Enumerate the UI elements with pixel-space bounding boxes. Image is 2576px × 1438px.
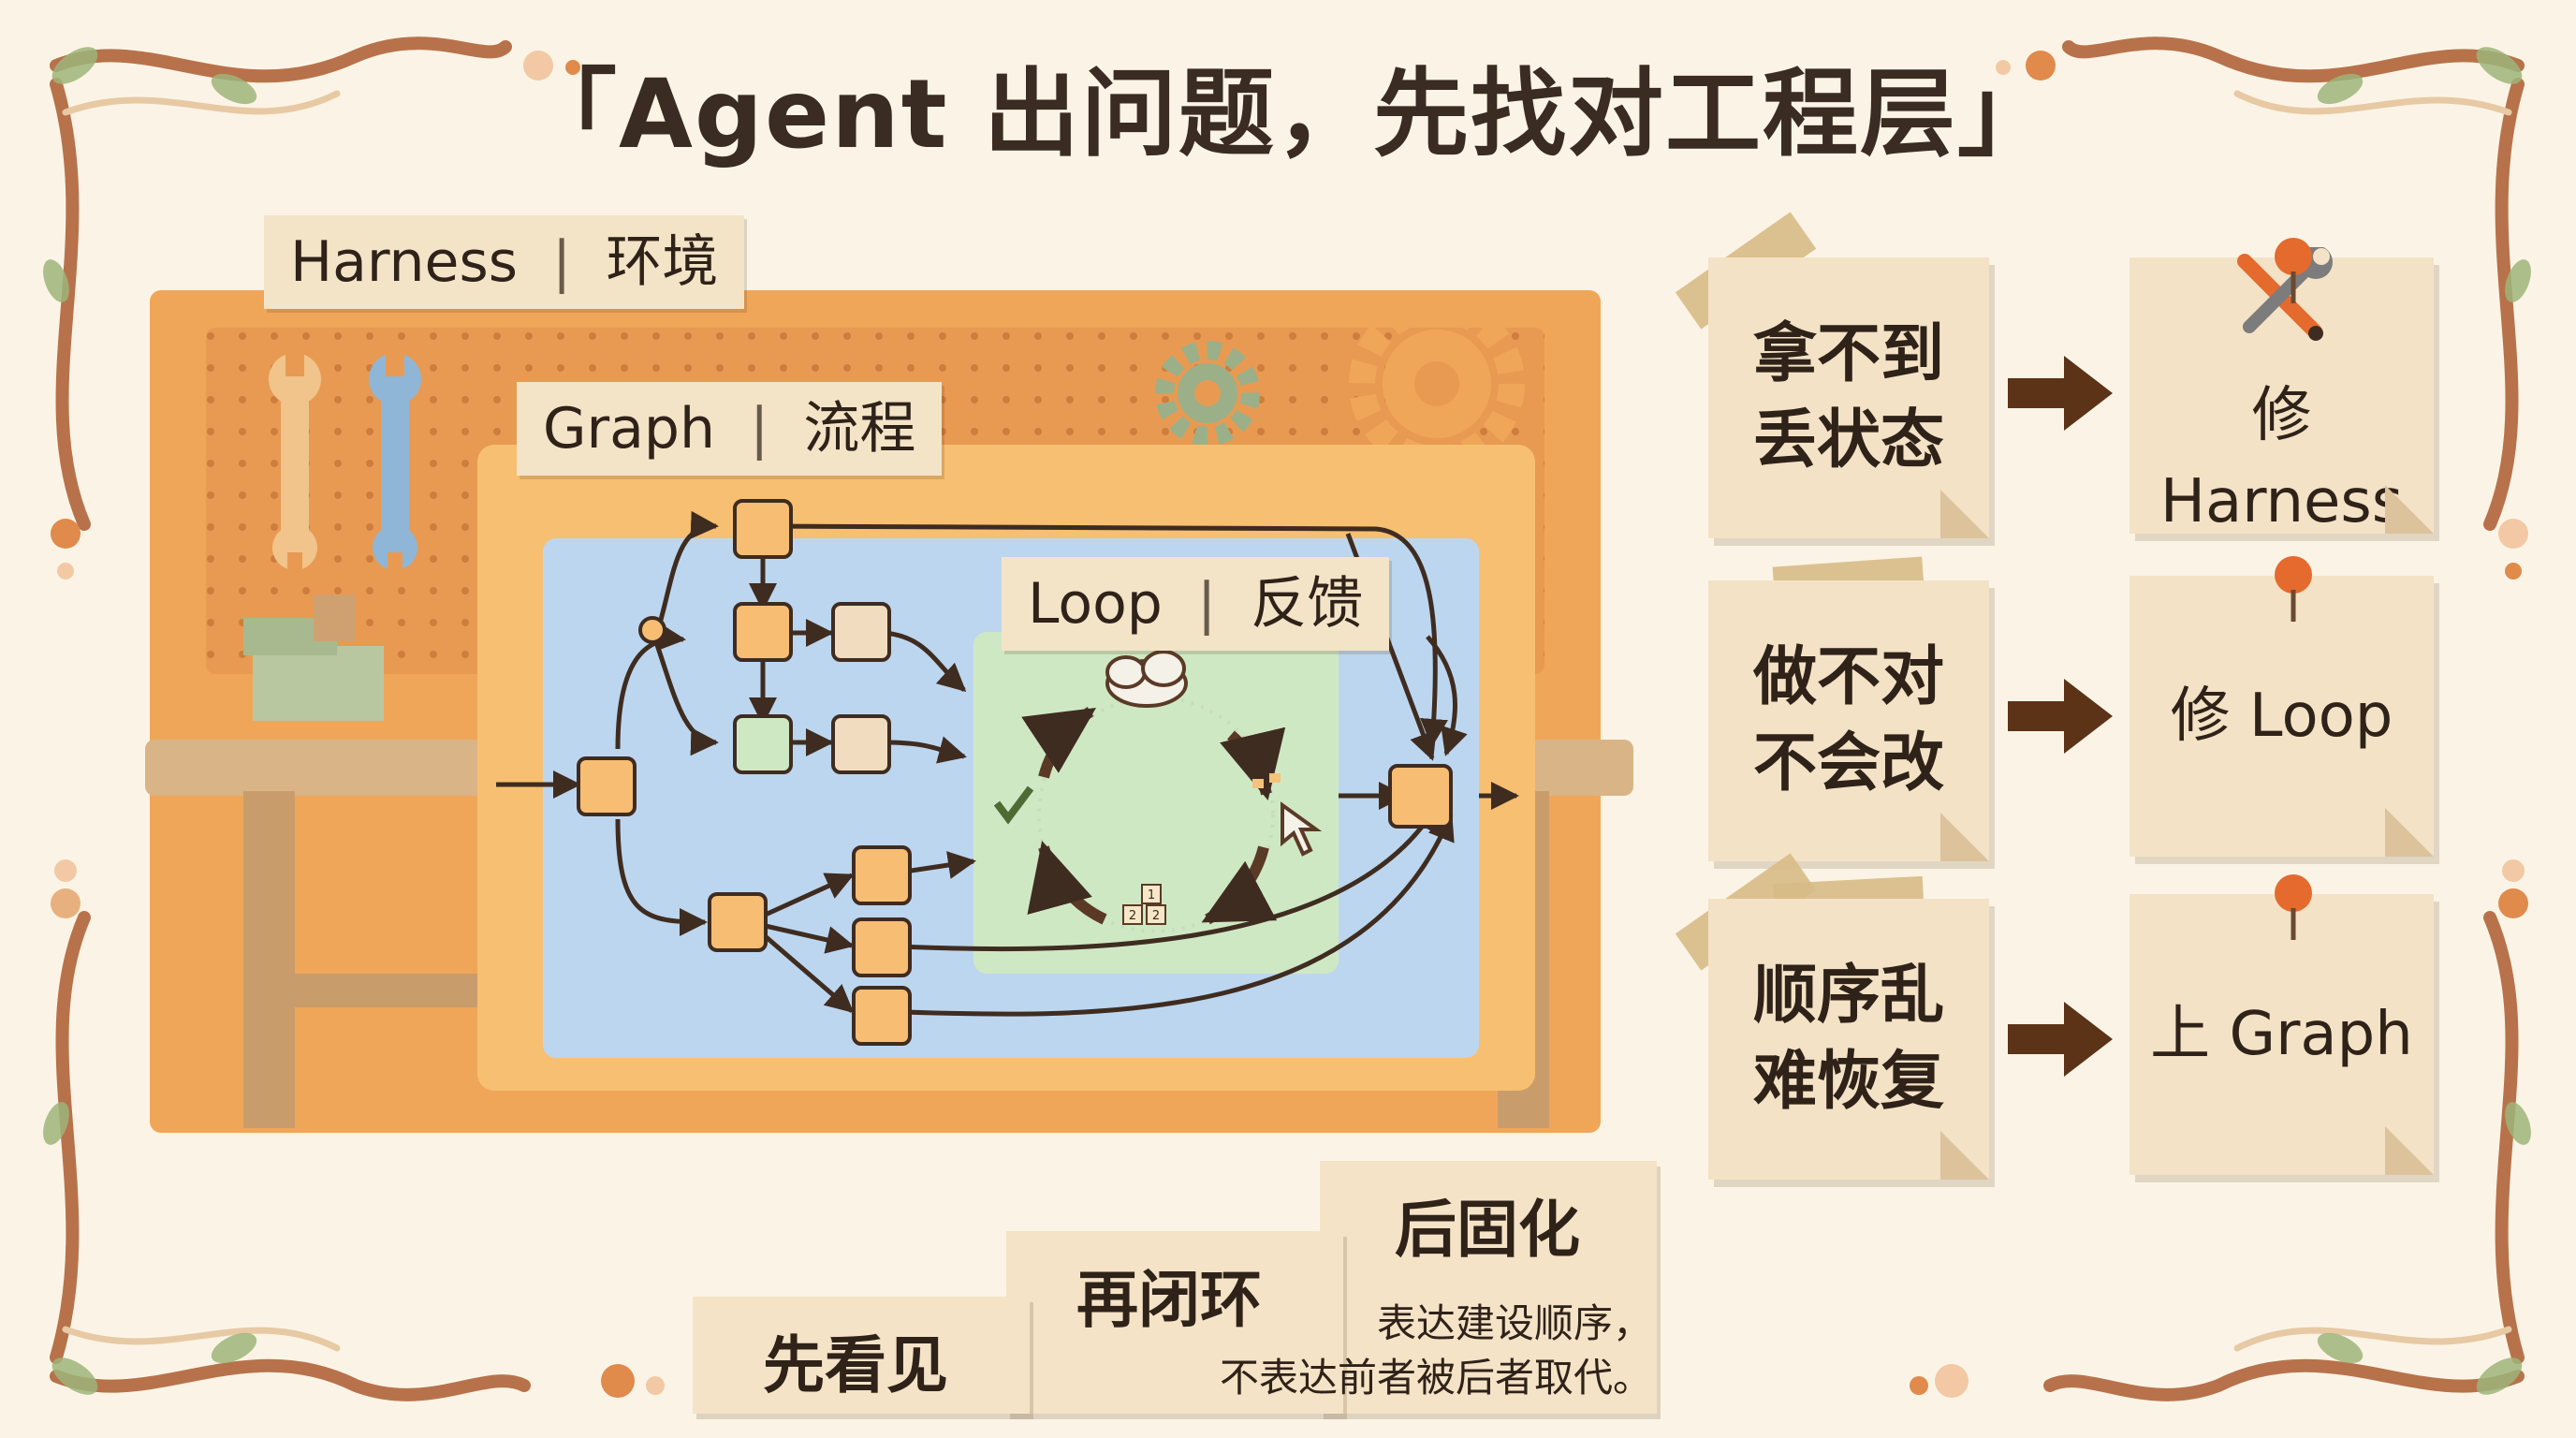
step-1-block xyxy=(693,1297,1030,1414)
steps-note-line: 不表达前者被后者取代。 xyxy=(1219,1355,1652,1401)
graph-label: 流程 xyxy=(803,396,916,462)
loop-badge-label: 2 xyxy=(1152,909,1160,923)
fix-note-1: 修 Harness xyxy=(2130,244,2434,536)
harness-name: Harness xyxy=(290,229,518,295)
steps-note: 表达建设顺序， 不表达前者被后者取代。 xyxy=(1184,1297,1652,1405)
step-1-label: 先看见 xyxy=(763,1329,948,1401)
loop-name: Loop xyxy=(1028,571,1163,637)
step-3-label: 后固化 xyxy=(1395,1194,1580,1266)
symptom-line: 难恢复 xyxy=(1752,1045,1944,1119)
graph-node xyxy=(852,986,912,1046)
cloud-icon xyxy=(1105,650,1188,708)
graph-node xyxy=(831,602,891,662)
graph-node xyxy=(733,499,793,559)
graph-node xyxy=(852,917,912,977)
graph-node xyxy=(733,714,793,774)
symptom-line: 拿不到 xyxy=(1752,317,1944,391)
symptom-line: 做不对 xyxy=(1752,640,1944,714)
graph-node xyxy=(708,892,768,952)
step-2-block xyxy=(1006,1231,1343,1414)
steps-note-line: 表达建设顺序， xyxy=(1376,1300,1652,1346)
gear-icon xyxy=(1155,341,1260,446)
graph-name: Graph xyxy=(543,396,716,462)
fix-label: 上 Graph xyxy=(2150,1000,2413,1069)
fix-note-3: 上 Graph xyxy=(2130,894,2434,1175)
graph-node xyxy=(577,756,637,816)
wrench-icon xyxy=(269,345,321,577)
fix-label: 修 Loop xyxy=(2170,682,2393,751)
harness-tag: Harness | 环境 xyxy=(264,215,745,309)
arrow-icon xyxy=(2008,356,2113,431)
pushpin-icon xyxy=(2275,556,2312,622)
loop-badge xyxy=(1146,904,1166,925)
graph-node xyxy=(852,845,912,905)
vise-icon xyxy=(243,594,384,721)
pushpin-icon xyxy=(2275,874,2312,940)
loop-badge xyxy=(1122,904,1143,925)
graph-tag: Graph | 流程 xyxy=(517,382,943,476)
symptom-note-3: 顺序乱难恢复 xyxy=(1708,899,1989,1180)
loop-label: 反馈 xyxy=(1251,571,1364,637)
pushpin-icon xyxy=(2275,238,2312,303)
step-2-label: 再闭环 xyxy=(1076,1264,1262,1336)
step-3-block xyxy=(1320,1161,1657,1414)
symptom-line: 不会改 xyxy=(1752,726,1944,800)
harness-label: 环境 xyxy=(606,229,719,295)
check-icon xyxy=(993,785,1034,825)
symptom-line: 顺序乱 xyxy=(1752,959,1944,1033)
blue-wrench-icon xyxy=(369,345,421,577)
loop-badge-label: 1 xyxy=(1148,888,1155,902)
symptom-note-2: 做不对不会改 xyxy=(1708,580,1989,861)
arrow-icon xyxy=(2008,679,2113,754)
loop-badge xyxy=(1141,884,1162,904)
cursor-icon xyxy=(1252,773,1323,857)
graph-node xyxy=(1388,764,1453,829)
loop-tag: Loop | 反馈 xyxy=(1002,557,1390,651)
fix-note-2: 修 Loop xyxy=(2130,576,2434,857)
page-title: 「Agent 出问题，先找对工程层」 xyxy=(520,59,2056,170)
graph-node xyxy=(733,602,793,662)
symptom-line: 丢状态 xyxy=(1752,404,1944,477)
arrow-icon xyxy=(2008,1002,2113,1077)
fix-label: 修 Harness xyxy=(2159,380,2404,536)
graph-node xyxy=(831,714,891,774)
loop-badge-label: 2 xyxy=(1129,909,1136,923)
symptom-note-1: 拿不到丢状态 xyxy=(1708,257,1989,538)
